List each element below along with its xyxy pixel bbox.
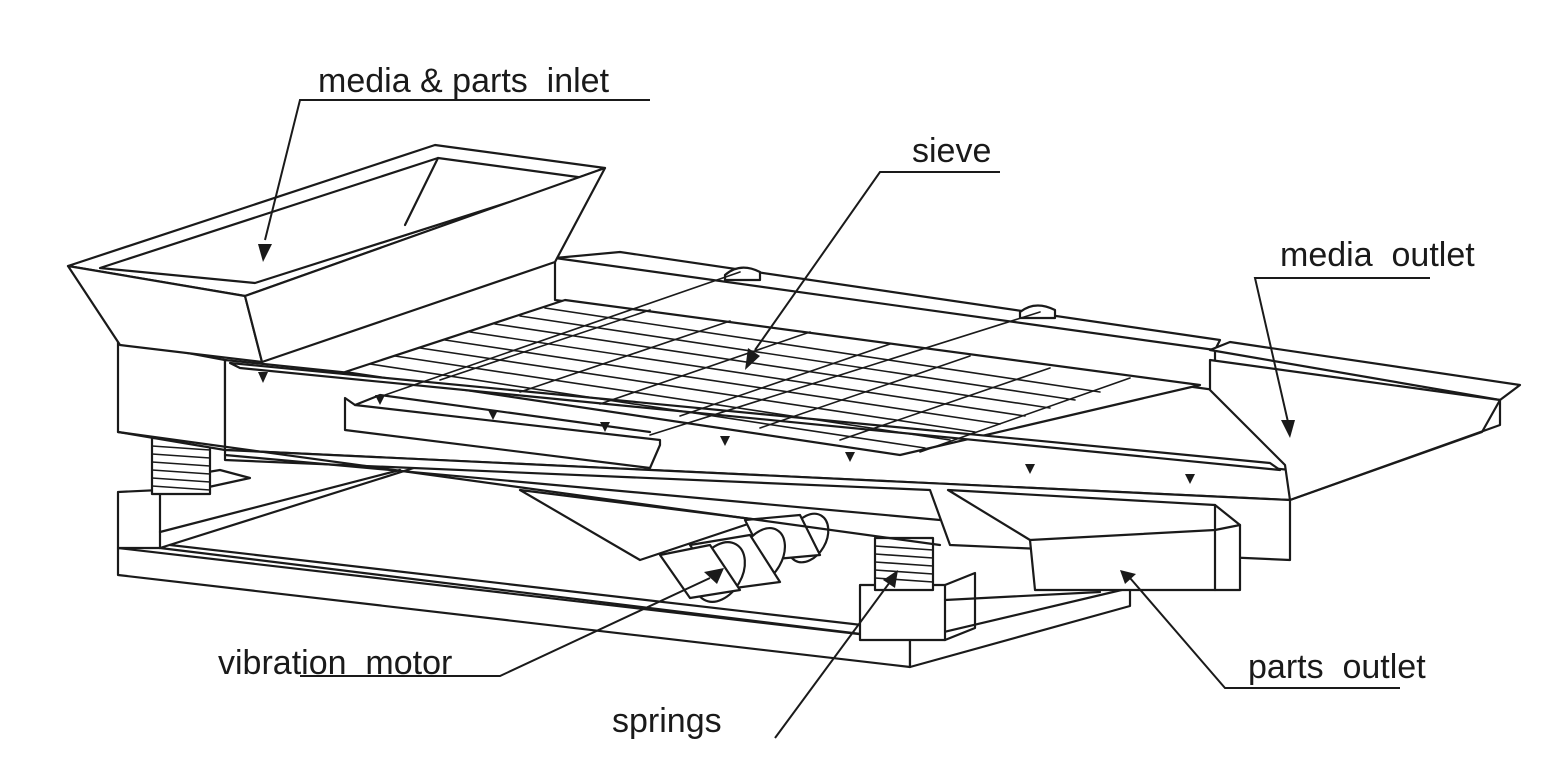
springs-label: springs [612,702,722,740]
sieve-label: sieve [912,132,992,170]
inlet-label: media & parts inlet [318,62,610,100]
parts-outlet-label: parts outlet [1248,648,1426,686]
inlet-hopper [66,143,607,364]
left-spring [150,436,212,496]
sieve-screen [228,271,1282,484]
media-outlet-label: media outlet [1280,236,1475,274]
leader-lines [258,99,1430,739]
right-spring [873,536,935,592]
vibration-motor-label: vibration motor [218,644,453,682]
